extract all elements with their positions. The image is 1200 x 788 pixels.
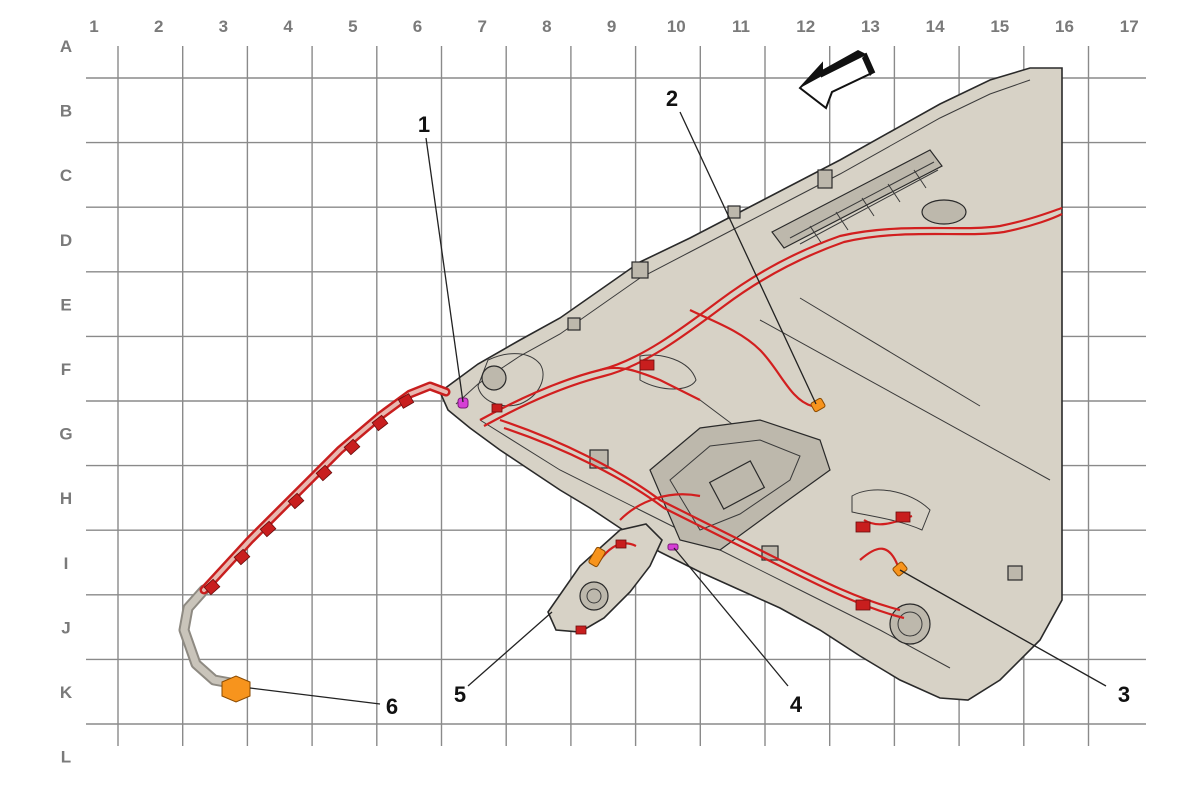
row-label: A (60, 37, 72, 56)
callout-3: 3 (1118, 682, 1130, 707)
headliner-panel (439, 67, 1063, 701)
column-label: 16 (1055, 17, 1074, 36)
leader-lines (249, 111, 1107, 705)
column-label: 5 (348, 17, 357, 36)
column-label: 8 (542, 17, 551, 36)
connector-5 (588, 546, 606, 568)
column-label: 13 (861, 17, 880, 36)
row-label: E (60, 295, 71, 314)
column-label: 10 (667, 17, 686, 36)
front-console (547, 523, 663, 633)
callout-4: 4 (790, 692, 803, 717)
callout-1: 1 (418, 112, 430, 137)
callout-6: 6 (386, 694, 398, 719)
callout-2: 2 (666, 86, 678, 111)
column-label: 17 (1120, 17, 1139, 36)
wiring-harness (479, 206, 1063, 635)
column-label: 12 (796, 17, 815, 36)
row-label: C (60, 166, 72, 185)
callout-5: 5 (454, 682, 466, 707)
row-label: G (59, 425, 72, 444)
column-label: 15 (990, 17, 1009, 36)
row-label: K (60, 683, 73, 702)
row-label: I (64, 554, 69, 573)
row-label: L (61, 748, 71, 767)
row-label: B (60, 102, 72, 121)
row-labels: A B C D E F G H I J K L (59, 37, 72, 767)
column-label: 1 (89, 17, 98, 36)
column-label: 6 (413, 17, 422, 36)
row-label: H (60, 489, 72, 508)
column-label: 11 (732, 17, 750, 36)
connector-6 (221, 675, 251, 703)
callout-labels: 1 2 3 4 5 6 (386, 86, 1130, 719)
column-label: 3 (219, 17, 228, 36)
row-label: F (61, 360, 71, 379)
column-label: 4 (283, 17, 293, 36)
connector-4 (667, 543, 679, 551)
column-label: 14 (926, 17, 945, 36)
column-label: 7 (477, 17, 486, 36)
row-label: J (61, 618, 70, 637)
row-label: D (60, 231, 72, 250)
harness-branch (178, 381, 451, 690)
column-label: 2 (154, 17, 163, 36)
direction-arrow-icon (798, 50, 876, 110)
column-label: 9 (607, 17, 616, 36)
